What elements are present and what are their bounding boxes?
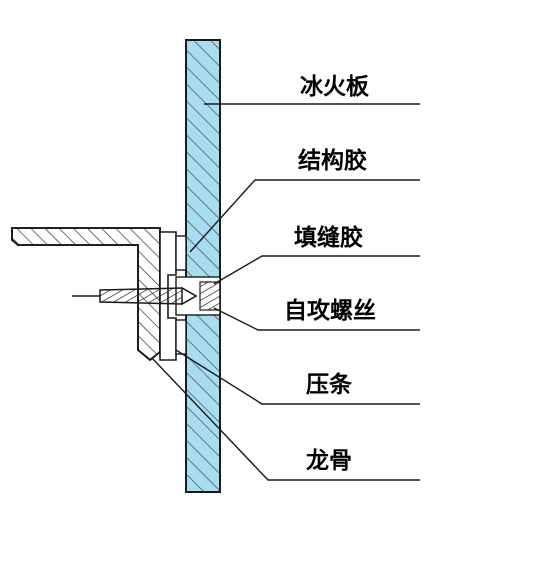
leader-keel: [151, 357, 420, 481]
label-pressure-strip: 压条: [306, 371, 352, 398]
leader-sealant: [213, 255, 420, 285]
pressure-strip: [159, 231, 187, 361]
leader-structural-adhesive: [189, 179, 420, 253]
leader-screw: [213, 307, 420, 331]
label-panel: 冰火板: [300, 74, 370, 100]
self-tapping-screw: [72, 286, 198, 306]
label-sealant: 填缝胶: [294, 224, 363, 251]
leader-lines: [151, 103, 420, 481]
label-self-tapping-screw: 自攻螺丝: [284, 297, 376, 324]
panel: [185, 39, 221, 493]
label-structural-adhesive: 结构胶: [298, 147, 367, 174]
leader-pressure-strip: [175, 349, 420, 405]
label-keel: 龙骨: [306, 448, 352, 474]
